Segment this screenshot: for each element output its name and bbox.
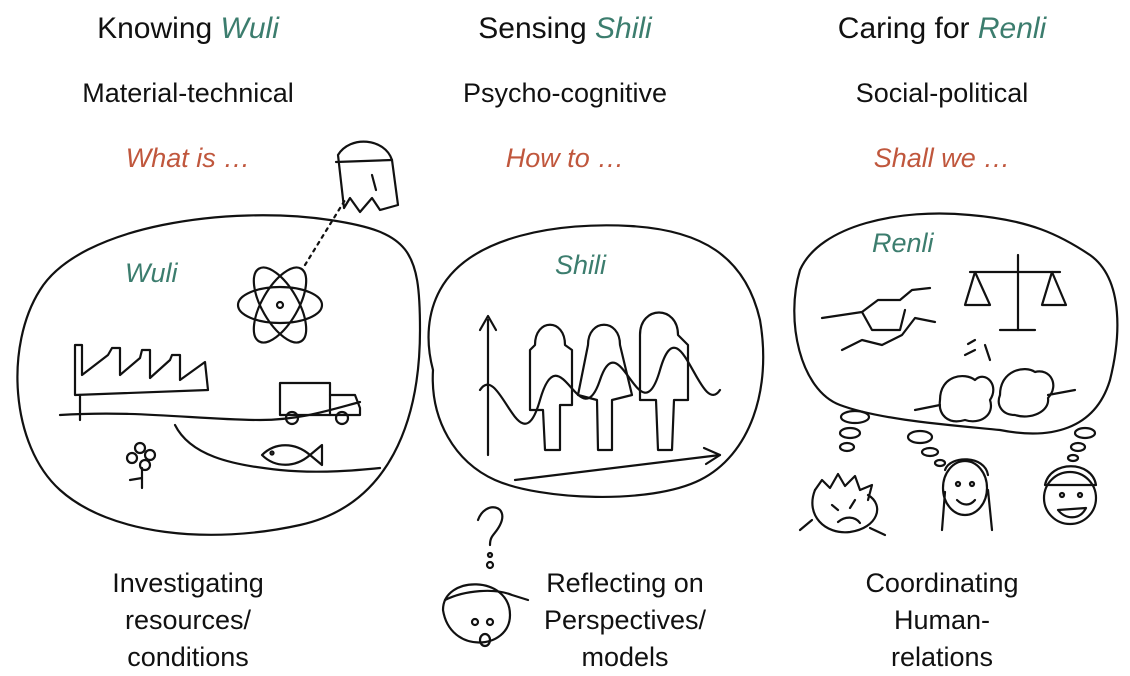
guiding-question: How to … bbox=[505, 143, 625, 173]
heading-key-term: Renli bbox=[977, 12, 1047, 45]
activity-label: Investigating resources/ conditions bbox=[0, 565, 376, 676]
activity-line: resources/ bbox=[124, 605, 252, 635]
thought-bubbles bbox=[838, 409, 1097, 468]
flower-icon bbox=[125, 441, 157, 490]
river-bank bbox=[173, 423, 382, 473]
smiling-face-icon bbox=[1042, 465, 1098, 526]
girl-face-icon bbox=[940, 458, 994, 532]
bubble-title: Renli bbox=[872, 228, 934, 258]
activity-line: Coordinating bbox=[865, 568, 1019, 598]
bubble-title: Wuli bbox=[125, 258, 178, 288]
activity-line: Reflecting on bbox=[546, 568, 704, 598]
activity-line: Human- bbox=[893, 605, 991, 635]
factory-icon bbox=[73, 343, 210, 422]
activity-label: Reflecting on Perspectives/ models bbox=[437, 565, 813, 676]
heading-key-term: Wuli bbox=[220, 12, 279, 45]
heading-prefix: Sensing bbox=[478, 12, 587, 45]
activity-label: Coordinating Human- relations bbox=[754, 565, 1130, 676]
scientist-icon bbox=[334, 140, 400, 214]
heading-key-term: Shili bbox=[595, 12, 652, 45]
guiding-question: Shall we … bbox=[873, 143, 1011, 173]
column-shili: Sensing Shili Psycho-cognitive How to … … bbox=[377, 0, 753, 675]
activity-line: relations bbox=[890, 642, 994, 672]
dimension-label: Psycho-cognitive bbox=[462, 78, 668, 108]
atom-icon bbox=[236, 266, 324, 344]
heading: Sensing Shili bbox=[377, 12, 753, 46]
river bbox=[58, 400, 362, 422]
fish-icon bbox=[260, 443, 324, 467]
renli-bubble bbox=[793, 212, 1119, 435]
heading-prefix: Caring for bbox=[837, 12, 970, 45]
dotted-link bbox=[303, 198, 347, 267]
guiding-question: What is … bbox=[125, 143, 251, 173]
column-wuli: Knowing Wuli Material-technical What is … bbox=[0, 0, 376, 675]
heading-prefix: Knowing bbox=[97, 12, 213, 45]
dimension-label: Social-political bbox=[855, 78, 1029, 108]
column-renli: Caring for Renli Social-political Shall … bbox=[754, 0, 1130, 675]
heading: Caring for Renli bbox=[754, 12, 1130, 46]
fist-fight-icon bbox=[913, 338, 1077, 423]
heading: Knowing Wuli bbox=[0, 12, 376, 46]
bubble-title: Shili bbox=[555, 250, 607, 280]
sad-face-icon bbox=[798, 472, 887, 537]
handshake-icon bbox=[820, 286, 937, 352]
activity-line: conditions bbox=[127, 642, 249, 672]
dimension-label: Material-technical bbox=[82, 78, 294, 108]
shili-bubble bbox=[427, 224, 765, 499]
wuli-bubble bbox=[16, 214, 422, 536]
confused-person-icon bbox=[441, 506, 530, 648]
truck-icon bbox=[278, 381, 362, 426]
people-graph-icon bbox=[478, 311, 722, 482]
scales-icon bbox=[963, 253, 1068, 332]
activity-line: Perspectives/ bbox=[543, 605, 707, 635]
activity-line: Investigating bbox=[112, 568, 264, 598]
activity-line: models bbox=[581, 642, 669, 672]
